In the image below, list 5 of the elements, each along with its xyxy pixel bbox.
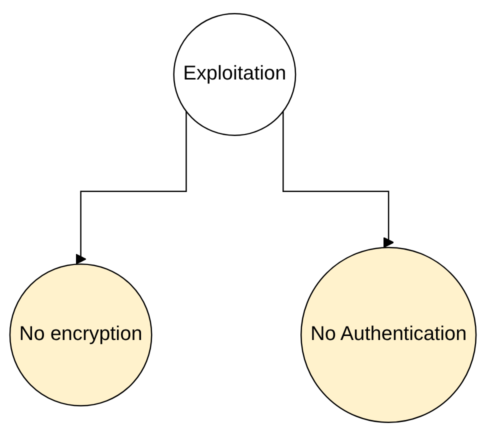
node-circle: No encryption [9,263,152,406]
node-circle: Exploitation [173,13,296,136]
arrow [282,111,394,248]
arrow [75,111,187,265]
node-circle: No Authentication [300,246,477,423]
